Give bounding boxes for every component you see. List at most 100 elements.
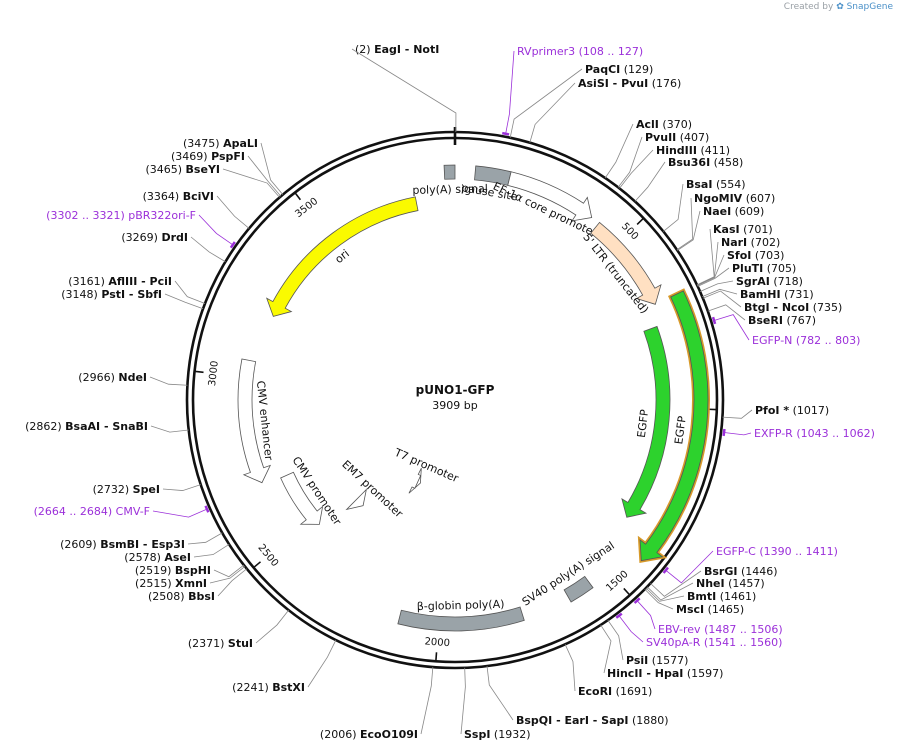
site-label: (3269) DrdI xyxy=(121,231,188,244)
feature-egfp xyxy=(621,325,671,518)
primer-label: (2664 .. 2684) CMV-F xyxy=(34,505,150,518)
feature-cmv-promoter xyxy=(280,471,324,525)
feature-label: EGFP xyxy=(672,415,689,445)
site-label: EcoRI (1691) xyxy=(578,685,652,698)
site-asisi: AsiSI - PvuI (176) xyxy=(529,77,681,143)
site-leader xyxy=(216,195,250,229)
site-asei: (2578) AseI xyxy=(124,543,230,564)
site-hindiii: HindIII (411) xyxy=(619,144,730,189)
site-leader xyxy=(222,168,280,198)
site-leader xyxy=(460,667,466,735)
site-label: (2732) SpeI xyxy=(93,483,160,496)
feature-label: SV40 poly(A) signal xyxy=(520,539,617,609)
site-bsu36i: Bsu36I (458) xyxy=(634,156,743,202)
feature-label: ori xyxy=(333,247,352,266)
site-nari: NarI (702) xyxy=(697,236,780,286)
site-leader xyxy=(149,376,188,386)
site-leader xyxy=(697,254,725,287)
site-label: Bsu36I (458) xyxy=(668,156,743,169)
site-label: (2519) BspHI xyxy=(135,564,211,577)
site-bcivi: (3364) BciVI xyxy=(143,190,250,229)
primer-leader xyxy=(636,600,656,630)
site-bsphi: (2519) BspHI xyxy=(135,564,245,578)
primer-label: EGFP-N (782 .. 803) xyxy=(752,334,860,347)
primer-mark xyxy=(502,131,510,136)
site-label: (2006) EcoO109I xyxy=(320,728,418,741)
primer-egfp-c: EGFP-C (1390 .. 1411) xyxy=(662,545,838,584)
site-label: NaeI (609) xyxy=(703,205,764,218)
site-leader xyxy=(174,280,206,304)
site-acli: AclI (370) xyxy=(604,118,692,179)
primer-ebv-rev: EBV-rev (1487 .. 1506) xyxy=(633,597,783,636)
site-bmti: BmtI (1461) xyxy=(645,587,756,603)
site-label: AclI (370) xyxy=(636,118,692,131)
site-leader xyxy=(162,484,201,491)
primer-mark xyxy=(662,566,669,574)
site-leader xyxy=(604,123,634,179)
site-spei: (2732) SpeI xyxy=(93,483,201,496)
site-leader xyxy=(702,290,742,308)
site-btgi: BtgI - NcoI (735) xyxy=(702,290,842,314)
site-label: MscI (1465) xyxy=(676,603,744,616)
primer-mark xyxy=(229,241,236,249)
primer-sv40pa-r: SV40pA-R (1541 .. 1560) xyxy=(615,612,782,649)
site-label: (3465) BseYI xyxy=(145,163,220,176)
feature-sv40-poly-a-signal xyxy=(563,575,594,603)
tick-mark xyxy=(294,192,302,201)
site-leader xyxy=(486,666,514,721)
site-label: (2515) XmnI xyxy=(135,577,207,590)
site-label: SfoI (703) xyxy=(727,249,784,262)
site-ecori: EcoRI (1691) xyxy=(564,644,652,698)
site-eagi: (2) EagI - NotI xyxy=(351,43,457,133)
site-msci: MscI (1465) xyxy=(644,588,744,616)
site-bseri: BseRI (767) xyxy=(707,304,816,327)
site-psii: PsiI (1577) xyxy=(607,619,688,667)
site-label: (2862) BsaAI - SnaBI xyxy=(25,420,148,433)
feature--globin-poly-a- xyxy=(397,606,525,632)
site-label: (2966) NdeI xyxy=(78,371,147,384)
site-ngomiv: NgoMIV (607) xyxy=(676,192,775,251)
site-label: BamHI (731) xyxy=(740,288,814,301)
feature-5-ltr-truncated- xyxy=(590,221,662,305)
site-label: PvuII (407) xyxy=(645,131,709,144)
site-label: AsiSI - PvuI (176) xyxy=(578,77,681,90)
primer-labels: RVprimer3 (108 .. 127) EGFP-N (782 .. 803… xyxy=(34,45,875,649)
tick-label: 2000 xyxy=(424,636,450,649)
site-label: (3161) AflIII - PciI xyxy=(68,275,172,288)
primer-leader xyxy=(505,50,515,134)
site-label: (3469) PspFI xyxy=(171,150,245,163)
site-leader xyxy=(699,280,734,292)
feature-ori xyxy=(266,196,419,317)
site-drdi: (3269) DrdI xyxy=(121,231,226,263)
site-bamhi: BamHI (731) xyxy=(702,288,814,301)
site-afliii: (3161) AflIII - PciI xyxy=(68,275,206,304)
site-leader xyxy=(193,543,230,558)
site-pvuii: PvuII (407) xyxy=(617,131,709,188)
feature-label: poly(A) signal xyxy=(412,182,488,197)
feature-poly-a-signal xyxy=(443,164,456,180)
site-bsaai: (2862) BsaAI - SnaBI xyxy=(25,420,189,433)
site-leader xyxy=(634,161,666,202)
site-label: (3364) BciVI xyxy=(143,190,214,203)
primer-egfp-n: EGFP-N (782 .. 803) xyxy=(711,314,860,347)
site-leader xyxy=(663,183,684,232)
site-hincii: HincII - HpaI (1597) xyxy=(600,624,723,680)
primer-leader xyxy=(713,314,750,341)
plasmid-length: 3909 bp xyxy=(432,399,477,412)
site-label: PfoI * (1017) xyxy=(755,404,829,417)
site-ecoo109i: (2006) EcoO109I xyxy=(320,667,434,741)
primer-label: RVprimer3 (108 .. 127) xyxy=(517,45,643,58)
primer-mark xyxy=(615,612,623,619)
site-label: BsaI (554) xyxy=(686,178,746,191)
site-bsmbi: (2609) BsmBI - Esp3I xyxy=(60,532,223,551)
site-leader xyxy=(697,267,730,287)
site-label: BsrGI (1446) xyxy=(704,565,778,578)
feature-ef-1-core-promoter xyxy=(507,171,593,222)
site-label: NgoMIV (607) xyxy=(694,192,775,205)
site-leader xyxy=(150,425,189,433)
feature-label: β-globin poly(A) xyxy=(417,598,505,613)
site-leader xyxy=(600,624,612,674)
site-leader xyxy=(564,644,576,692)
